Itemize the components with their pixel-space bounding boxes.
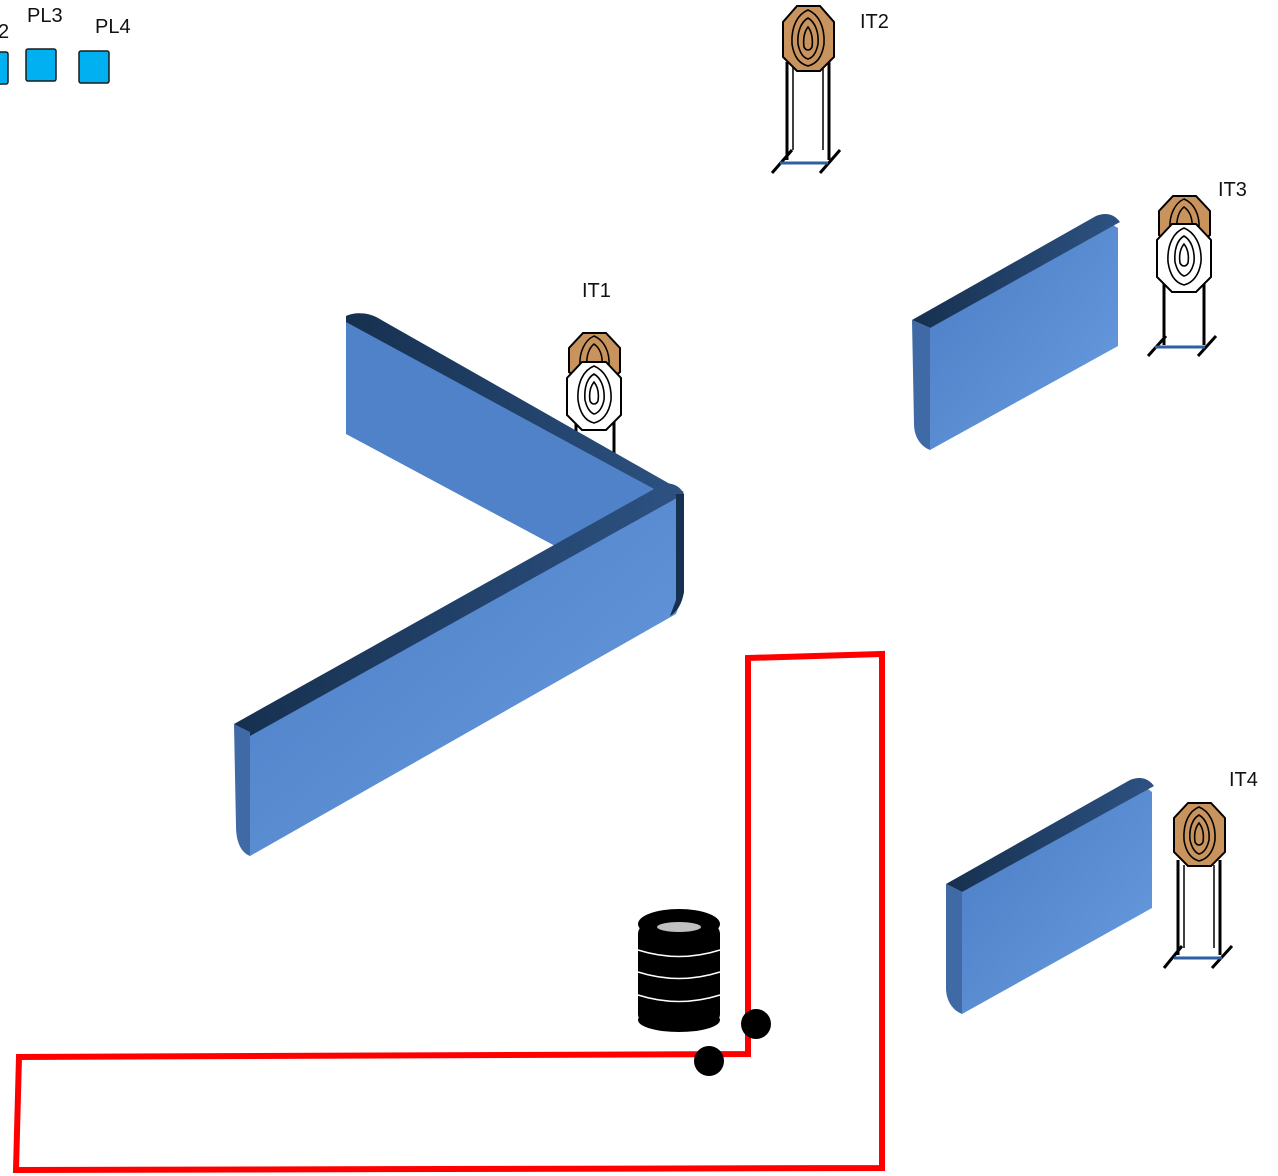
legend-label-2: 2 [0, 21, 9, 43]
wall-right-upper [912, 214, 1120, 450]
marker-dot [741, 1009, 771, 1039]
target-it3: IT3 [1146, 179, 1247, 358]
target-it4: IT4 [1162, 769, 1258, 970]
wall-right-lower-top [946, 778, 1154, 892]
wall-chevron-apex-edge [670, 494, 684, 616]
target-label-it4: IT4 [1229, 769, 1258, 791]
target-label-it3: IT3 [1218, 179, 1247, 201]
target-brown-icon [1173, 802, 1226, 867]
wall-right-upper-top [912, 214, 1120, 328]
wall-right-upper-face [930, 222, 1118, 450]
legend-square-2 [0, 51, 9, 85]
wall-chevron-back-top [346, 313, 684, 496]
target-it1: IT1 [566, 280, 622, 470]
target-brown-icon [782, 5, 835, 72]
wall-chevron-front-face [250, 490, 684, 856]
wall-right-upper-end [912, 320, 930, 450]
target-white-icon [566, 361, 622, 431]
target-label-it1: IT1 [582, 280, 611, 302]
legend-label-pl4: PL4 [95, 16, 131, 38]
target-label-it2: IT2 [860, 11, 889, 33]
wall-right-lower-face [962, 786, 1152, 1014]
wall-right-lower [946, 778, 1154, 1014]
barrel-stack-icon [637, 909, 721, 1032]
target-white-icon [1156, 223, 1212, 293]
wall-right-lower-end [946, 884, 962, 1014]
legend-square-pl4 [78, 50, 110, 84]
legend-square-pl3 [25, 48, 57, 82]
legend-label-pl3: PL3 [27, 5, 63, 27]
wall-chevron-front-top [234, 483, 684, 736]
target-it2: IT2 [770, 5, 889, 174]
wall-chevron [234, 313, 684, 856]
shooting-area-boundary [12, 650, 885, 1174]
marker-dot [694, 1046, 724, 1076]
player-legend: 2 PL3 PL4 [0, 5, 131, 85]
wall-chevron-end [234, 724, 250, 856]
